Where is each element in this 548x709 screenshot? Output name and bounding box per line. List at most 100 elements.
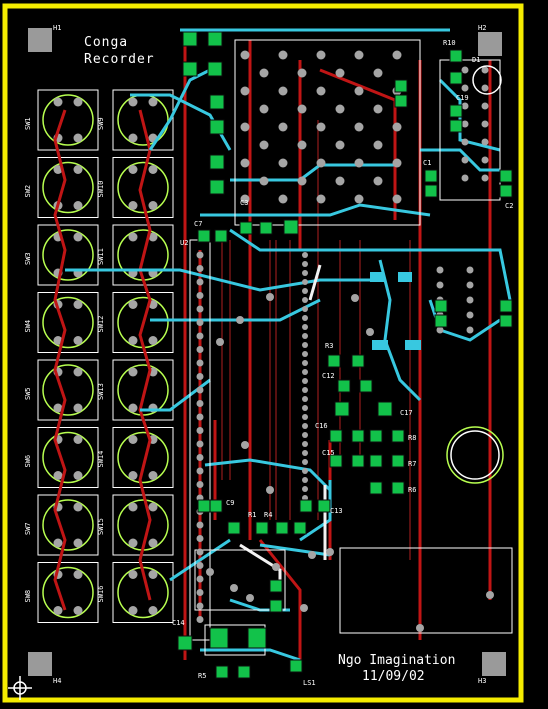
- switch-pin: [73, 471, 83, 480]
- via: [236, 316, 244, 324]
- via: [196, 562, 204, 569]
- switch-pin: [73, 435, 83, 444]
- switch-pin: [73, 502, 83, 512]
- switch-pin: [128, 336, 138, 345]
- switch-pin: [73, 165, 83, 174]
- via: [335, 68, 345, 78]
- via: [302, 459, 308, 465]
- via: [302, 360, 308, 366]
- via: [302, 288, 308, 294]
- board-title: Conga: [84, 35, 128, 50]
- via: [297, 68, 307, 78]
- via: [466, 266, 474, 274]
- via: [196, 319, 204, 326]
- switch-outline: [112, 292, 174, 353]
- hole-label-h1: H1: [53, 24, 61, 32]
- switch-pin: [73, 97, 83, 107]
- via: [302, 405, 308, 411]
- switch-label: SW16: [97, 586, 105, 603]
- via: [335, 104, 345, 114]
- part-label-c7: C7: [194, 220, 202, 228]
- via: [302, 441, 308, 447]
- via: [316, 194, 326, 204]
- via: [196, 616, 204, 623]
- switch-pin: [128, 201, 138, 210]
- via: [461, 174, 469, 182]
- switch-pin: [148, 201, 158, 210]
- via: [302, 306, 308, 312]
- part-label-c17: C17: [400, 409, 413, 417]
- part-label-r1: R1: [248, 511, 256, 519]
- switch-label: SW13: [97, 383, 105, 400]
- switch-pin: [148, 165, 158, 174]
- via: [366, 328, 374, 336]
- switch-pin: [128, 502, 138, 512]
- switch-pin: [128, 471, 138, 480]
- via: [302, 342, 308, 348]
- via: [196, 413, 204, 421]
- via: [466, 296, 474, 304]
- via: [302, 468, 308, 474]
- via: [196, 481, 204, 488]
- switch-pin: [73, 538, 83, 548]
- via: [373, 68, 383, 78]
- via: [206, 568, 214, 576]
- via: [272, 563, 280, 571]
- via: [297, 104, 307, 114]
- via: [354, 86, 364, 96]
- chip-outlines: [189, 39, 513, 656]
- switch-label: SW12: [97, 316, 105, 333]
- via: [196, 400, 204, 407]
- via: [196, 440, 204, 448]
- via: [316, 86, 326, 96]
- switch-ring: [42, 161, 94, 214]
- switch-label: SW14: [97, 451, 105, 468]
- via: [259, 104, 269, 114]
- via: [302, 351, 308, 357]
- part-label-r5: R5: [198, 672, 206, 680]
- board-outline: [2, 3, 524, 703]
- hole-label-h2: H2: [478, 24, 486, 32]
- via: [466, 311, 474, 319]
- via: [354, 158, 364, 168]
- switch-pin: [128, 538, 138, 548]
- part-label-c19: C19: [456, 94, 469, 102]
- via: [302, 387, 308, 393]
- switch-pin: [148, 471, 158, 480]
- hole-label-h3: H3: [478, 677, 486, 685]
- via: [259, 140, 269, 150]
- switch-outline: [112, 224, 174, 286]
- via: [481, 156, 489, 164]
- via: [297, 140, 307, 150]
- switch-label: SW8: [24, 590, 32, 603]
- via: [308, 551, 316, 559]
- via: [302, 378, 308, 384]
- via: [196, 251, 204, 259]
- via: [196, 305, 204, 313]
- switch-label: SW15: [97, 518, 105, 535]
- switch-pin: [73, 606, 83, 615]
- hole-label-h4: H4: [53, 677, 61, 685]
- switch-label: SW3: [24, 252, 32, 265]
- via: [302, 324, 308, 330]
- via: [216, 338, 224, 346]
- switch-pin: [128, 435, 138, 444]
- via: [196, 467, 204, 475]
- switch-pin: [73, 403, 83, 413]
- part-label-ls1: LS1: [303, 679, 316, 687]
- switch-pin: [148, 502, 158, 512]
- via: [416, 624, 424, 632]
- via: [302, 477, 308, 483]
- via: [240, 50, 250, 60]
- switch-label: SW4: [24, 320, 32, 333]
- via: [481, 174, 489, 182]
- via: [196, 535, 204, 542]
- via: [302, 369, 308, 375]
- switch-label: SW2: [24, 185, 32, 198]
- switch-pin: [148, 538, 158, 548]
- switch-pin: [53, 165, 63, 174]
- via: [196, 548, 204, 556]
- footer-name: Ngo Imagination: [338, 653, 455, 668]
- part-label-r8: R8: [408, 434, 416, 442]
- switch-pin: [128, 403, 138, 413]
